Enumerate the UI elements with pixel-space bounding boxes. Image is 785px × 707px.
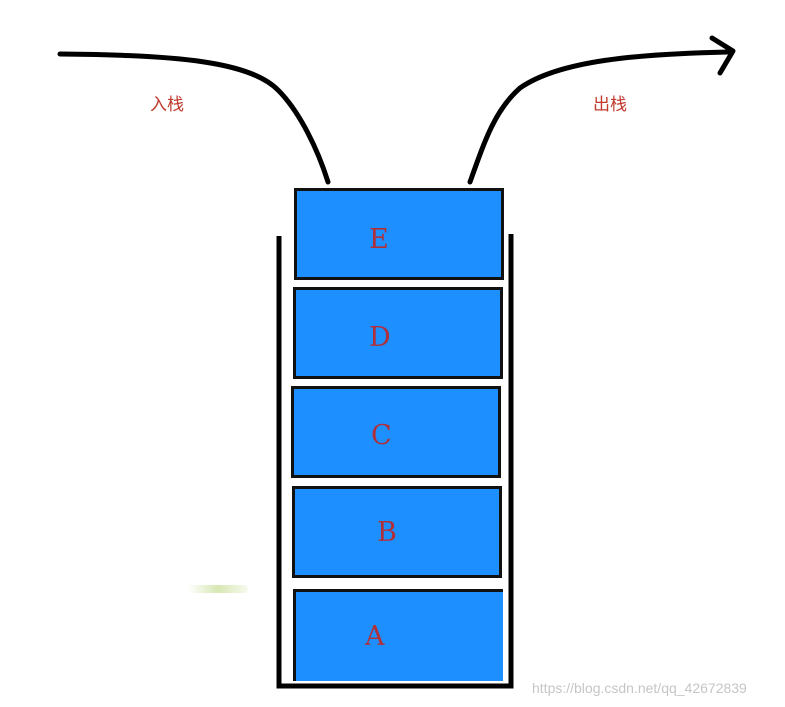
stack-container (276, 234, 514, 689)
stack-block-c: C (291, 386, 501, 478)
block-label: A (365, 621, 385, 652)
pop-arrow-curve (467, 49, 731, 185)
pop-label: 出栈 (593, 95, 627, 115)
push-arrow-curve (57, 51, 331, 185)
background-smudge (188, 585, 248, 593)
block-label: C (371, 420, 392, 451)
block-label: B (377, 517, 397, 548)
stack-block-d: D (293, 287, 503, 379)
stack-block-b: B (292, 486, 502, 578)
block-label: D (369, 322, 391, 353)
watermark: https://blog.csdn.net/qq_42672839 (532, 680, 747, 696)
stack-block-e: E (294, 188, 504, 280)
push-label: 入栈 (150, 95, 184, 115)
stack-block-a: A (293, 589, 503, 681)
arrow-head-icon (709, 35, 736, 76)
block-label: E (369, 224, 389, 255)
